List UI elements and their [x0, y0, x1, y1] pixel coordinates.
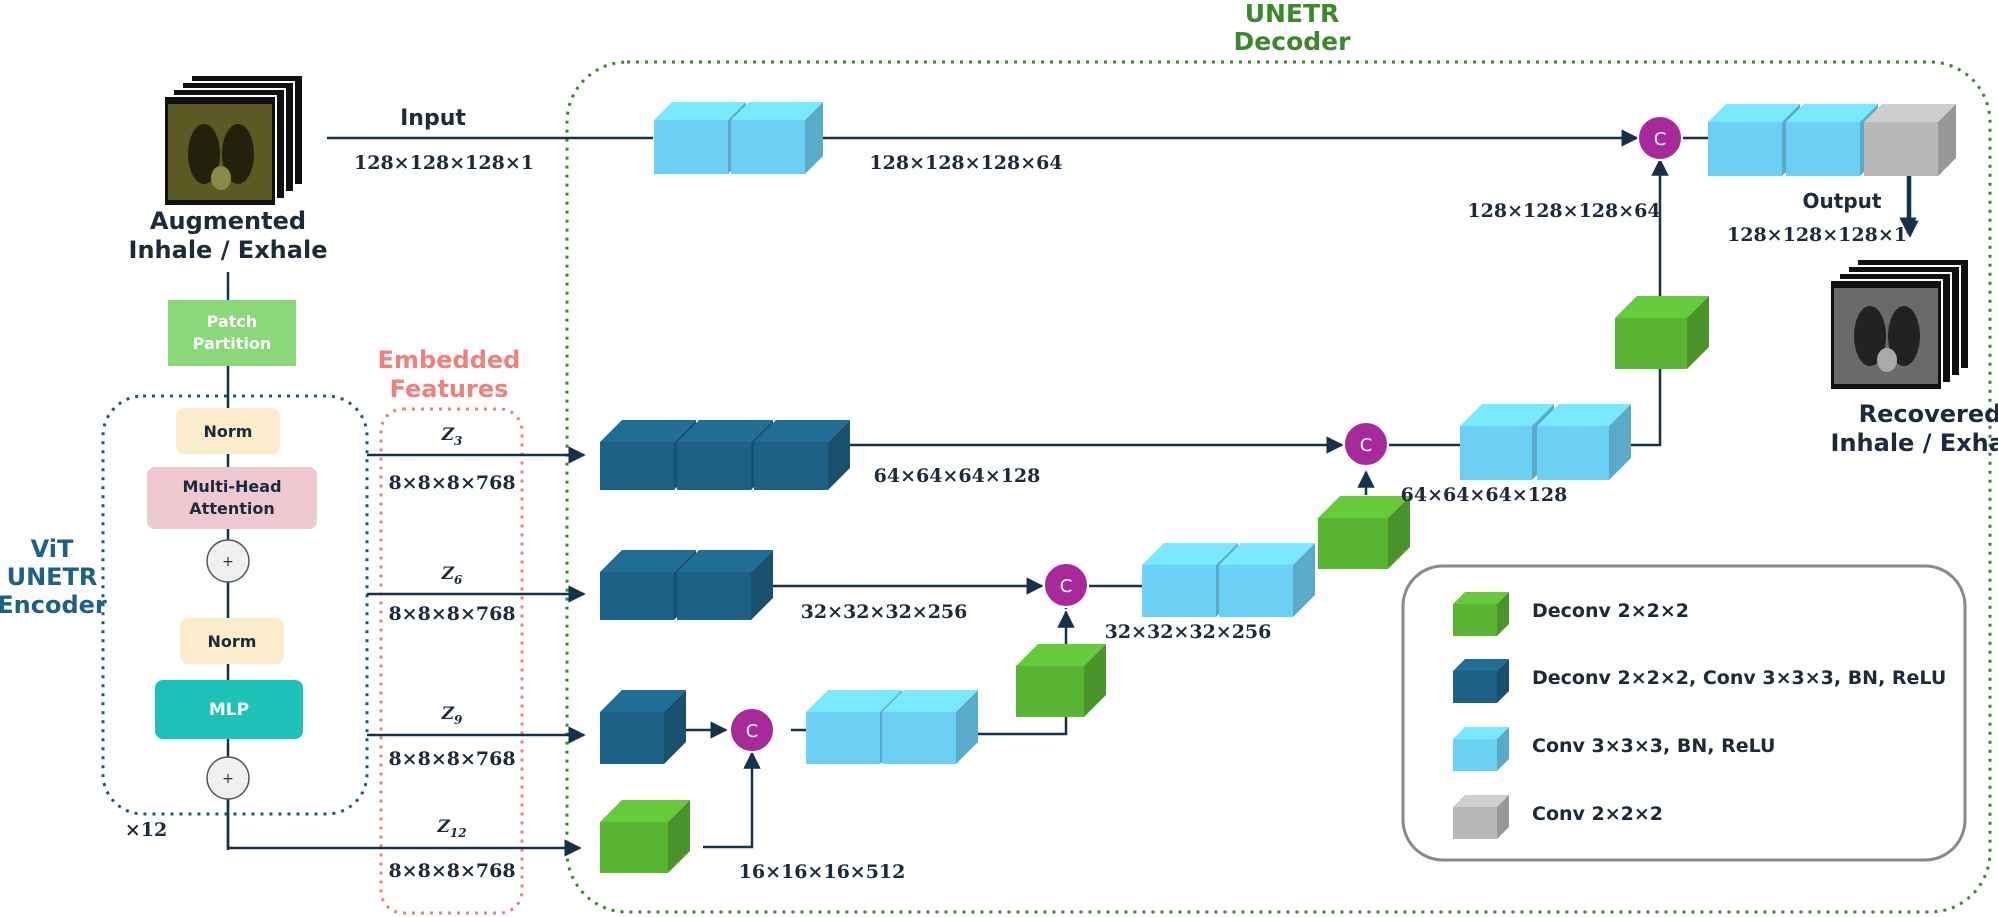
conv2-block-out [1864, 104, 1956, 176]
conv-block-stage2-2 [1219, 543, 1315, 617]
embedded-title-line2: Features [390, 375, 509, 403]
legend-swatch-2 [1453, 659, 1509, 703]
embedded-features-region [379, 407, 524, 915]
norm-block-2 [180, 618, 284, 664]
stage2-conv-dims: 32×32×32×256 [1105, 621, 1272, 643]
output-dims: 128×128×128×1 [1727, 224, 1907, 246]
deconv-block-z12 [600, 800, 690, 873]
z6-dims: 8×8×8×768 [388, 603, 515, 625]
encoder-title-line1: ViT [31, 535, 74, 563]
top-up-dims: 128×128×128×64 [1467, 200, 1660, 222]
z12-label: Z12 [436, 817, 466, 840]
concat-stage2-symbol: C [1060, 576, 1073, 597]
deconv-block-top [1615, 296, 1709, 369]
output-label: Output [1803, 189, 1882, 213]
deconv-block-stage2 [1016, 644, 1106, 717]
decoder-blocks [600, 102, 1956, 873]
output-caption-line2: Inhale / Exhale [1831, 429, 1998, 457]
concat-top-symbol: C [1654, 129, 1667, 150]
mha-label-line2: Attention [189, 499, 274, 518]
encoder-output-line [226, 794, 582, 857]
conv-block-stage3-2 [1537, 404, 1631, 480]
legend-item-1-text: Deconv 2×2×2 [1532, 600, 1689, 622]
z9-dims: 8×8×8×768 [388, 748, 515, 770]
legend-box [1401, 564, 1967, 862]
input-dims: 128×128×128×1 [354, 152, 534, 174]
norm-label-1: Norm [204, 422, 253, 441]
conv-block-top-2 [731, 102, 823, 174]
input-label: Input [400, 106, 466, 131]
input-ct-image-stack [163, 74, 304, 207]
patch-partition-line2: Partition [193, 334, 272, 353]
top-conv-dims: 128×128×128×64 [869, 152, 1062, 174]
z12-path-dims: 16×16×16×512 [739, 861, 906, 883]
z9-label: Z9 [441, 704, 463, 727]
legend-item-4-text: Conv 2×2×2 [1532, 803, 1663, 825]
concatenations: C C C C [729, 115, 1683, 753]
patch-partition-line1: Patch [207, 312, 258, 331]
mlp-block [155, 680, 303, 739]
residual-add-2 [206, 756, 250, 800]
patch-partition-block [168, 300, 296, 366]
residual-add-2-symbol: + [222, 771, 234, 787]
residual-add-1-symbol: + [222, 554, 234, 570]
input-caption-line2: Inhale / Exhale [129, 236, 328, 264]
concat-stage3-symbol: C [1360, 435, 1373, 456]
decoder-title-line2: Decoder [1234, 27, 1352, 56]
deconv-bn-block-z6-2 [677, 550, 773, 620]
encoder-title-line3: Encoder [0, 591, 107, 619]
output-ct-image-stack [1829, 258, 1970, 391]
encoder-title-line2: UNETR [7, 563, 98, 591]
conv-block-stage1-2 [882, 690, 978, 764]
concat-stage3: C [1343, 421, 1389, 467]
z3-dims: 8×8×8×768 [388, 472, 515, 494]
mlp-label: MLP [209, 700, 249, 720]
z12-dims: 8×8×8×768 [388, 860, 515, 882]
z6-path-dims: 32×32×32×256 [801, 601, 968, 623]
z3-path-dims: 64×64×64×128 [874, 465, 1041, 487]
residual-add-1 [206, 539, 250, 583]
norm-block-1 [176, 408, 280, 454]
concat-stage1-symbol: C [746, 721, 759, 742]
stage3-conv-dims: 64×64×64×128 [1401, 484, 1568, 506]
legend-swatch-1 [1453, 592, 1509, 636]
legend-swatch-3 [1453, 727, 1509, 771]
z3-label: Z3 [441, 425, 463, 448]
concat-top: C [1637, 115, 1683, 161]
embedded-title-line1: Embedded [378, 346, 521, 374]
concat-stage2: C [1043, 562, 1089, 608]
concat-stage1: C [729, 707, 775, 753]
legend-swatch-4 [1453, 795, 1509, 839]
legend-swatches [1453, 592, 1509, 839]
deconv-bn-block-z9 [600, 690, 686, 764]
encoder-repeat-label: ×12 [125, 819, 167, 841]
encoder-region [101, 394, 369, 816]
input-caption-line1: Augmented [150, 207, 306, 235]
norm-label-2: Norm [208, 632, 257, 651]
legend-item-2-text: Deconv 2×2×2, Conv 3×3×3, BN, ReLU [1532, 667, 1946, 689]
deconv-bn-block-z3-3 [754, 420, 850, 490]
decoder-region [565, 60, 1992, 914]
output-caption-line1: Recovered [1859, 400, 1998, 428]
mha-label-line1: Multi-Head [182, 477, 281, 496]
decoder-title-line1: UNETR [1245, 0, 1340, 28]
multi-head-attention-block [147, 467, 317, 529]
z6-label: Z6 [441, 564, 463, 587]
decoder-connections [684, 129, 1917, 849]
deconv-block-stage3 [1318, 496, 1410, 569]
legend-item-3-text: Conv 3×3×3, BN, ReLU [1532, 735, 1775, 757]
